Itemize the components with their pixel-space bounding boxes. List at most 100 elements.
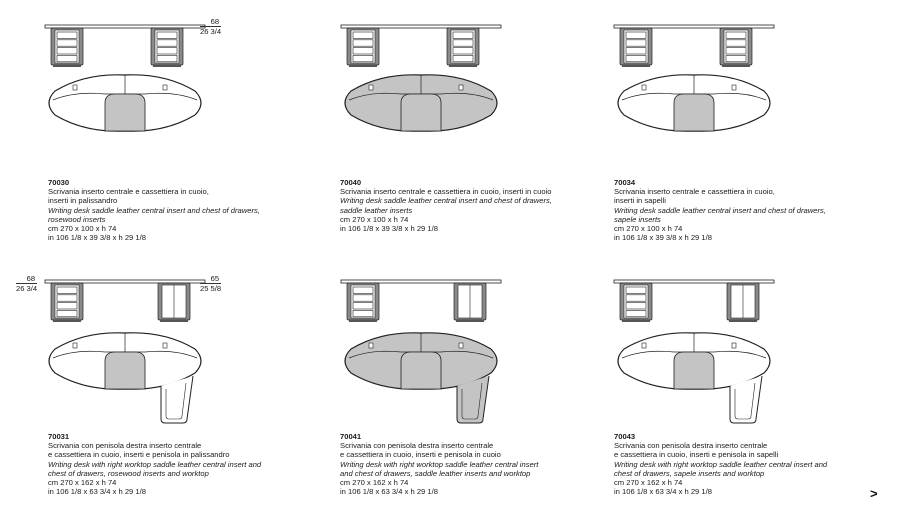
- drawer: [56, 302, 78, 310]
- plinth: [153, 65, 181, 67]
- desk-top-edge: [613, 279, 775, 284]
- drawer: [452, 55, 474, 63]
- pull-right: [162, 342, 168, 349]
- next-page-chevron-right-icon[interactable]: >: [870, 486, 878, 501]
- pull-right: [458, 84, 464, 91]
- plan-view-drawing: [344, 332, 498, 424]
- peninsula-inner: [461, 382, 483, 420]
- drawer: [352, 31, 374, 39]
- desk-top-edge: [340, 24, 502, 29]
- drawer: [625, 47, 647, 55]
- peninsula-inner: [734, 382, 756, 420]
- peninsula-inner: [165, 382, 187, 420]
- pull-right: [731, 84, 737, 91]
- pull-right: [731, 342, 737, 349]
- product-code: 70040: [340, 178, 362, 187]
- front-elevation-drawing: [340, 279, 502, 322]
- drawer: [156, 39, 178, 47]
- drawer: [56, 31, 78, 39]
- drawer: [56, 286, 78, 294]
- plinth: [349, 320, 377, 322]
- desk-top-edge: [340, 279, 502, 284]
- product-spec: 70040 Scrivania inserto centrale e casse…: [340, 178, 615, 233]
- plinth: [622, 320, 650, 322]
- leather-insert: [104, 93, 146, 132]
- product-spec: 70034 Scrivania inserto centrale e casse…: [614, 178, 889, 242]
- front-elevation-drawing: [613, 279, 775, 322]
- dimension-label-left: 68 26 3/4: [16, 274, 38, 293]
- desk-top-edge: [44, 279, 206, 284]
- product-spec: 70031 Scrivania con penisola destra inse…: [48, 432, 323, 496]
- product-code: 70043: [614, 432, 636, 441]
- plinth: [160, 320, 188, 322]
- leather-insert: [400, 93, 442, 132]
- drawer: [725, 55, 747, 63]
- drawer: [56, 39, 78, 47]
- leather-insert: [104, 351, 146, 390]
- pull-left: [641, 84, 647, 91]
- drawer: [352, 302, 374, 310]
- plinth: [622, 65, 650, 67]
- drawer: [352, 286, 374, 294]
- plan-view-drawing: [48, 74, 202, 132]
- pull-left: [641, 342, 647, 349]
- drawer: [625, 302, 647, 310]
- drawer: [725, 47, 747, 55]
- drawer: [352, 55, 374, 63]
- peninsula-worktop: [729, 375, 763, 424]
- plinth: [722, 65, 750, 67]
- desk-top-edge: [44, 24, 206, 29]
- pull-right: [458, 342, 464, 349]
- drawer: [352, 310, 374, 318]
- drawer: [452, 39, 474, 47]
- dimension-label-depth: 68 26 3/4: [200, 17, 222, 36]
- pull-left: [72, 342, 78, 349]
- leather-insert: [673, 351, 715, 390]
- front-elevation-drawing: [44, 24, 206, 67]
- plinth: [53, 65, 81, 67]
- product-code: 70031: [48, 432, 70, 441]
- product-spec: 70043 Scrivania con penisola destra inse…: [614, 432, 889, 496]
- drawer: [156, 55, 178, 63]
- peninsula-worktop: [160, 375, 194, 424]
- drawer: [452, 31, 474, 39]
- drawer: [56, 47, 78, 55]
- front-elevation-drawing: [340, 24, 502, 67]
- drawer: [56, 310, 78, 318]
- drawer: [156, 47, 178, 55]
- plan-view-drawing: [617, 332, 771, 424]
- front-elevation-drawing: [44, 279, 206, 322]
- leather-insert: [400, 351, 442, 390]
- drawer: [156, 31, 178, 39]
- product-code: 70041: [340, 432, 362, 441]
- drawer: [625, 31, 647, 39]
- plinth: [53, 320, 81, 322]
- dimension-label-right: 65 25 5/8: [200, 274, 222, 293]
- product-spec: 70030 Scrivania inserto centrale e casse…: [48, 178, 323, 242]
- drawer: [725, 39, 747, 47]
- drawer: [625, 286, 647, 294]
- plinth: [349, 65, 377, 67]
- plan-view-drawing: [48, 332, 202, 424]
- product-spec: 70041 Scrivania con penisola destra inse…: [340, 432, 615, 496]
- drawer: [625, 294, 647, 302]
- drawer: [452, 47, 474, 55]
- desk-top-edge: [613, 24, 775, 29]
- plan-view-drawing: [344, 74, 498, 132]
- product-code: 70030: [48, 178, 70, 187]
- front-elevation-drawing: [613, 24, 775, 67]
- drawer: [625, 39, 647, 47]
- drawer: [625, 55, 647, 63]
- drawer: [725, 31, 747, 39]
- leather-insert: [673, 93, 715, 132]
- pull-left: [368, 342, 374, 349]
- drawer: [352, 39, 374, 47]
- plan-view-drawing: [617, 74, 771, 132]
- drawer: [56, 55, 78, 63]
- drawer: [56, 294, 78, 302]
- pull-right: [162, 84, 168, 91]
- drawer: [352, 47, 374, 55]
- drawer: [352, 294, 374, 302]
- plinth: [456, 320, 484, 322]
- product-code: 70034: [614, 178, 636, 187]
